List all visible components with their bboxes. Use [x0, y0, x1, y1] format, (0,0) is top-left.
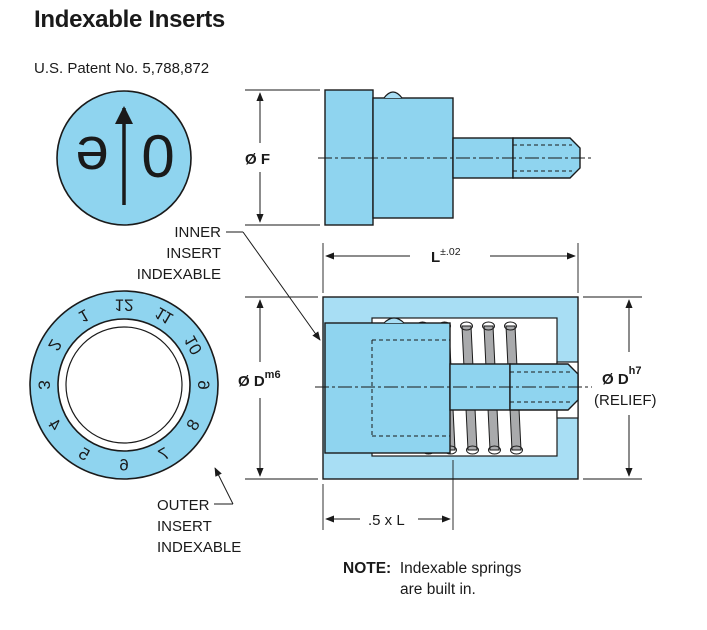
svg-text:Ø Dm6: Ø Dm6: [238, 369, 281, 390]
arrow-up-icon: [115, 106, 133, 124]
insert-face-glyph-right: 0: [141, 123, 174, 190]
insert-face-glyph-left: e: [75, 124, 108, 191]
callout-line: OUTER: [157, 497, 210, 514]
callout-line: INSERT: [157, 518, 212, 535]
outer-insert-callout: OUTER INSERT INDEXABLE: [157, 495, 241, 558]
svg-text:L±.02: L±.02: [431, 246, 461, 266]
page-title: Indexable Inserts: [34, 6, 225, 33]
section-view: L±.02 Ø Dm6 Ø Dh7 (RELIEF) .5 x L: [238, 243, 657, 530]
dimension-l-label: L: [431, 249, 440, 266]
dimension-dh-tolerance: h7: [629, 365, 642, 377]
callout-line: INNER: [174, 224, 221, 241]
note-block: NOTE: Indexable springs are built in.: [343, 558, 521, 600]
top-pin-view: Ø F: [245, 89, 592, 226]
callout-line: INDEXABLE: [157, 539, 242, 556]
note-line-1: Indexable springs: [399, 560, 522, 577]
callout-line: INDEXABLE: [136, 266, 221, 283]
dimension-d-tolerance: m6: [265, 369, 281, 381]
spring-coil-bottom: [488, 445, 501, 455]
dial-number-12: 12: [115, 296, 134, 315]
svg-text:Ø Dh7: Ø Dh7: [602, 365, 642, 388]
dimension-d-label: Ø D: [238, 373, 265, 390]
spring-coil-top: [460, 321, 473, 331]
dial-number-9: 9: [195, 380, 214, 389]
relief-label: (RELIEF): [594, 392, 657, 409]
spring-coil-top: [482, 321, 495, 331]
patent-number: U.S. Patent No. 5,788,872: [34, 60, 210, 77]
dimension-half-l-label: .5 x L: [368, 512, 405, 529]
spring-coil-top: [504, 321, 517, 331]
insert-face-circle: e 0: [56, 90, 192, 226]
callout-line: INSERT: [166, 245, 221, 262]
spring-coil-bottom: [466, 445, 479, 455]
dial-number-6: 6: [119, 456, 128, 475]
inner-insert-callout: INNER INSERT INDEXABLE: [118, 222, 221, 285]
dimension-dh-label: Ø D: [602, 371, 629, 388]
dimension-l-tolerance: ±.02: [440, 246, 461, 258]
dimension-f-label: Ø F: [245, 151, 270, 168]
note-line-2: are built in.: [400, 581, 476, 598]
spring-coil-bottom: [510, 445, 523, 455]
note-label: NOTE:: [343, 560, 392, 577]
dial-number-3: 3: [35, 380, 54, 389]
